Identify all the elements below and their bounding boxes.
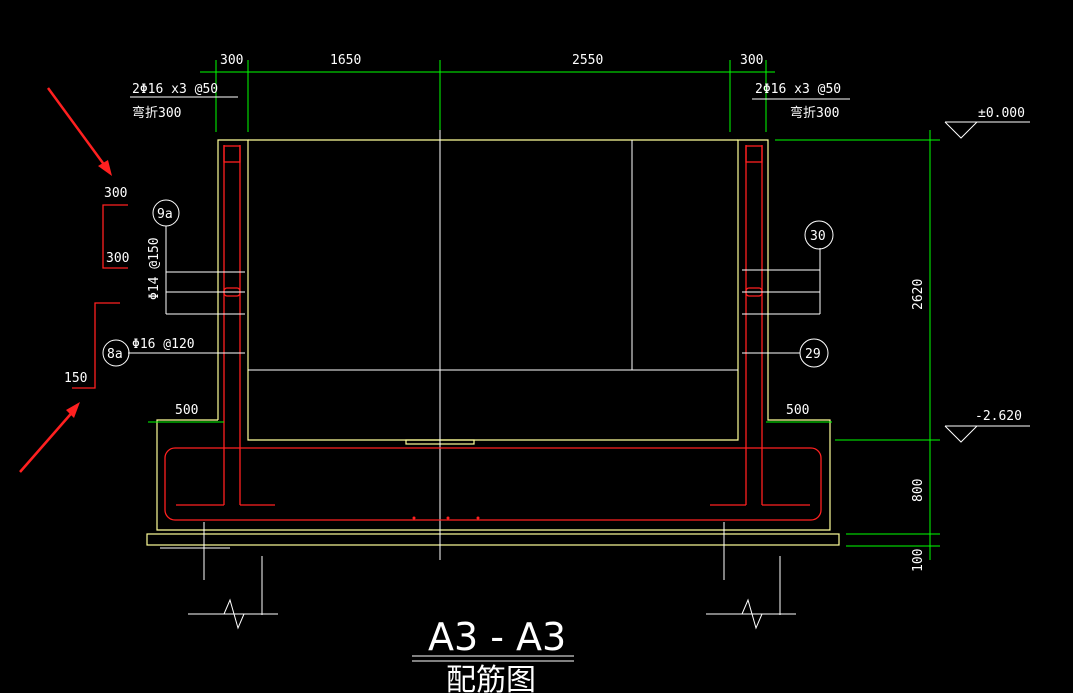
hook-detail-upper: 300 300 <box>102 186 129 269</box>
bottom-bar-label: Φ16 @120 <box>132 337 195 352</box>
slab-ext-left: 500 <box>175 403 198 418</box>
pile-right <box>706 522 796 630</box>
hook-detail-lower: 150 <box>64 302 120 389</box>
slab-ext-dims: 500 500 <box>148 403 832 423</box>
section-title: A3 - A3 配筋图 <box>412 615 574 693</box>
top-dimension-line: 300 1650 2550 300 <box>200 53 775 132</box>
svg-text:弯折300: 弯折300 <box>132 105 181 121</box>
dim-300-right: 300 <box>740 53 763 68</box>
dim-slab: 800 <box>911 479 926 502</box>
wall-bars-label: Φ14 @150 <box>147 237 162 300</box>
svg-text:8a: 8a <box>107 347 123 362</box>
elevation-bottom: -2.620 <box>944 409 1030 443</box>
hook-dim-top: 300 <box>104 186 127 201</box>
rebar-note-left: 2Φ16 x3 @50 弯折300 <box>130 82 238 121</box>
svg-text:2Φ16 x3 @50: 2Φ16 x3 @50 <box>132 82 218 97</box>
wall-bar-leaders-left: Φ14 @150 Φ16 @120 <box>128 226 245 354</box>
title: A3 - A3 <box>428 615 566 659</box>
hook-dim-side: 300 <box>106 251 129 266</box>
dim-cushion: 100 <box>911 549 926 572</box>
rebar-cage <box>164 145 822 521</box>
rebar-note-right: 2Φ16 x3 @50 弯折300 <box>752 82 850 121</box>
svg-text:弯折300: 弯折300 <box>790 105 839 121</box>
dim-1650: 1650 <box>330 53 361 68</box>
right-dimensions: 2620 800 100 <box>775 130 940 572</box>
elevation-top: ±0.000 <box>944 106 1030 139</box>
dim-2550: 2550 <box>572 53 603 68</box>
pile-left <box>188 522 278 630</box>
wall-bar-leaders-right <box>742 248 821 354</box>
svg-text:30: 30 <box>810 229 826 244</box>
annotation-arrow-upper <box>46 87 112 176</box>
subtitle: 配筋图 <box>446 663 536 693</box>
tag-30[interactable]: 30 <box>804 220 834 250</box>
svg-text:9a: 9a <box>157 207 173 222</box>
hook-dim-bottom: 150 <box>64 371 87 386</box>
svg-text:±0.000: ±0.000 <box>978 106 1025 121</box>
tag-8a[interactable]: 8a <box>102 339 130 367</box>
svg-text:29: 29 <box>805 347 821 362</box>
slab-ext-right: 500 <box>786 403 809 418</box>
svg-text:-2.620: -2.620 <box>975 409 1022 424</box>
concrete-outline <box>146 139 840 546</box>
svg-text:2Φ16 x3 @50: 2Φ16 x3 @50 <box>755 82 841 97</box>
tag-9a[interactable]: 9a <box>152 199 180 227</box>
interior-lines <box>160 130 738 560</box>
dim-wall-height: 2620 <box>911 279 926 310</box>
annotation-arrow-lower <box>19 402 80 473</box>
dim-300-left: 300 <box>220 53 243 68</box>
tag-29[interactable]: 29 <box>799 338 829 368</box>
